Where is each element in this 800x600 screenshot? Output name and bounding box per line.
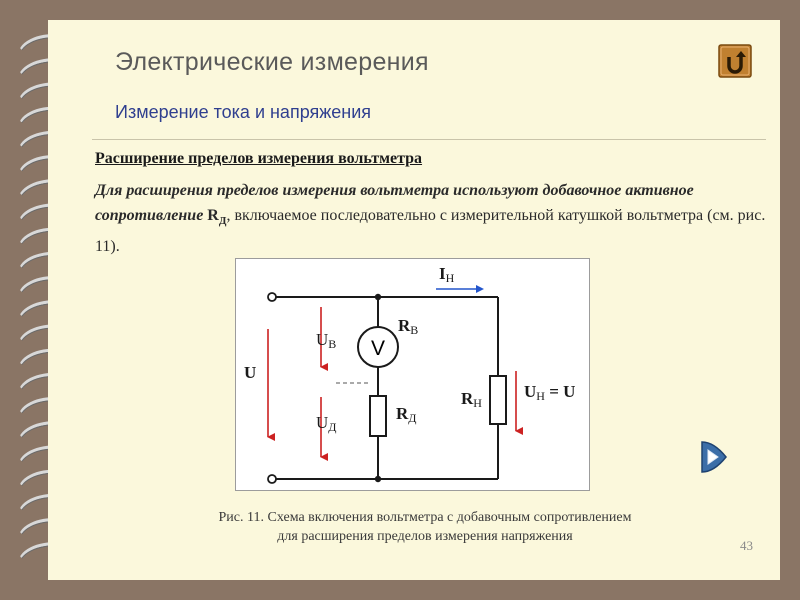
junction-node-top: [374, 293, 382, 301]
label-rd: RД: [396, 404, 416, 425]
page-subtitle: Измерение тока и напряжения: [115, 102, 372, 122]
voltmeter-symbol: [357, 326, 399, 368]
label-rb: RВ: [398, 316, 418, 337]
divider: [92, 139, 766, 140]
label-un: UН = U: [524, 382, 575, 403]
junction-node-bottom: [374, 475, 382, 483]
label-rn: RН: [461, 389, 482, 410]
figure-caption: Рис. 11. Схема включения вольтметра с до…: [120, 508, 730, 546]
play-arrow-icon: [701, 441, 727, 473]
section-paragraph: Для расширения пределов измерения вольтм…: [95, 178, 775, 259]
label-ub: UВ: [316, 330, 336, 351]
paragraph-intro: Для расширения пределов измерения вольтм…: [95, 182, 694, 224]
label-ud: UД: [316, 413, 336, 434]
resistor-rn: [489, 375, 507, 425]
label-current: IН: [439, 264, 455, 285]
paragraph-symbol: RД: [207, 207, 227, 228]
circuit-figure: V IН UВ RВ U UД RД RН UН = U: [235, 258, 590, 491]
page-number: 43: [740, 538, 753, 553]
caption-line-1: Рис. 11. Схема включения вольтметра с до…: [218, 510, 632, 525]
voltmeter-label: V: [371, 337, 385, 360]
next-button[interactable]: [700, 440, 728, 474]
circuit-diagram: V IН UВ RВ U UД RД RН UН = U: [244, 264, 575, 484]
input-terminal-top: [267, 292, 277, 302]
page-title: Электрические измерения: [115, 48, 429, 76]
section-heading: Расширение пределов измерения вольтметра: [95, 150, 423, 167]
current-arrowhead: [476, 285, 484, 293]
return-arrow-icon: [718, 44, 752, 78]
wires: [272, 296, 499, 480]
symbol-letter: R: [207, 207, 219, 224]
label-u: U: [244, 363, 256, 382]
caption-line-2: для расширения пределов измерения напряж…: [277, 529, 573, 544]
resistor-rd: [369, 395, 387, 437]
back-button[interactable]: [718, 44, 752, 78]
paragraph-rest: , включаемое последовательно с измерител…: [95, 207, 766, 256]
input-terminal-bottom: [267, 474, 277, 484]
symbol-subscript: Д: [218, 215, 227, 228]
